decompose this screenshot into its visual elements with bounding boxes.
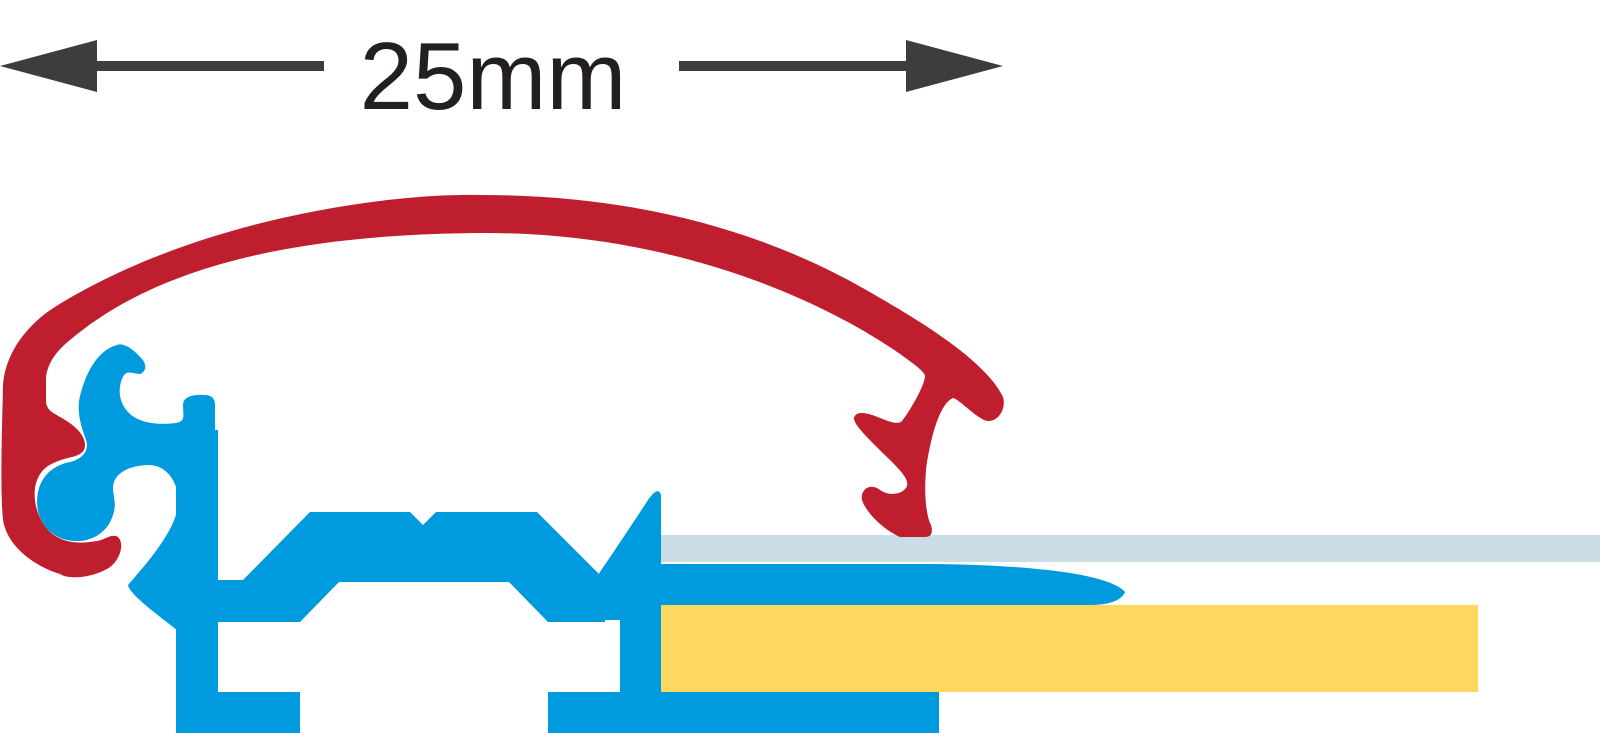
frame-left-foot [176, 692, 300, 733]
right-arrowhead [906, 40, 1003, 92]
frame-right-clip [598, 491, 661, 733]
dimension-label: 25mm [360, 23, 627, 130]
frame-profile [37, 344, 1125, 733]
frame-channel [215, 512, 605, 622]
frame-right-foot [548, 692, 939, 733]
frame-left-hook [37, 344, 216, 630]
glazing-sheet [661, 535, 1600, 562]
right-dimension-line [679, 61, 908, 71]
dimension-indicator: 25mm [0, 23, 1003, 130]
frame-left-spine [176, 430, 218, 733]
left-arrowhead [0, 40, 97, 92]
poster-insert [661, 605, 1478, 692]
frame-gasket-lip [661, 564, 1125, 605]
left-dimension-line [95, 61, 324, 71]
